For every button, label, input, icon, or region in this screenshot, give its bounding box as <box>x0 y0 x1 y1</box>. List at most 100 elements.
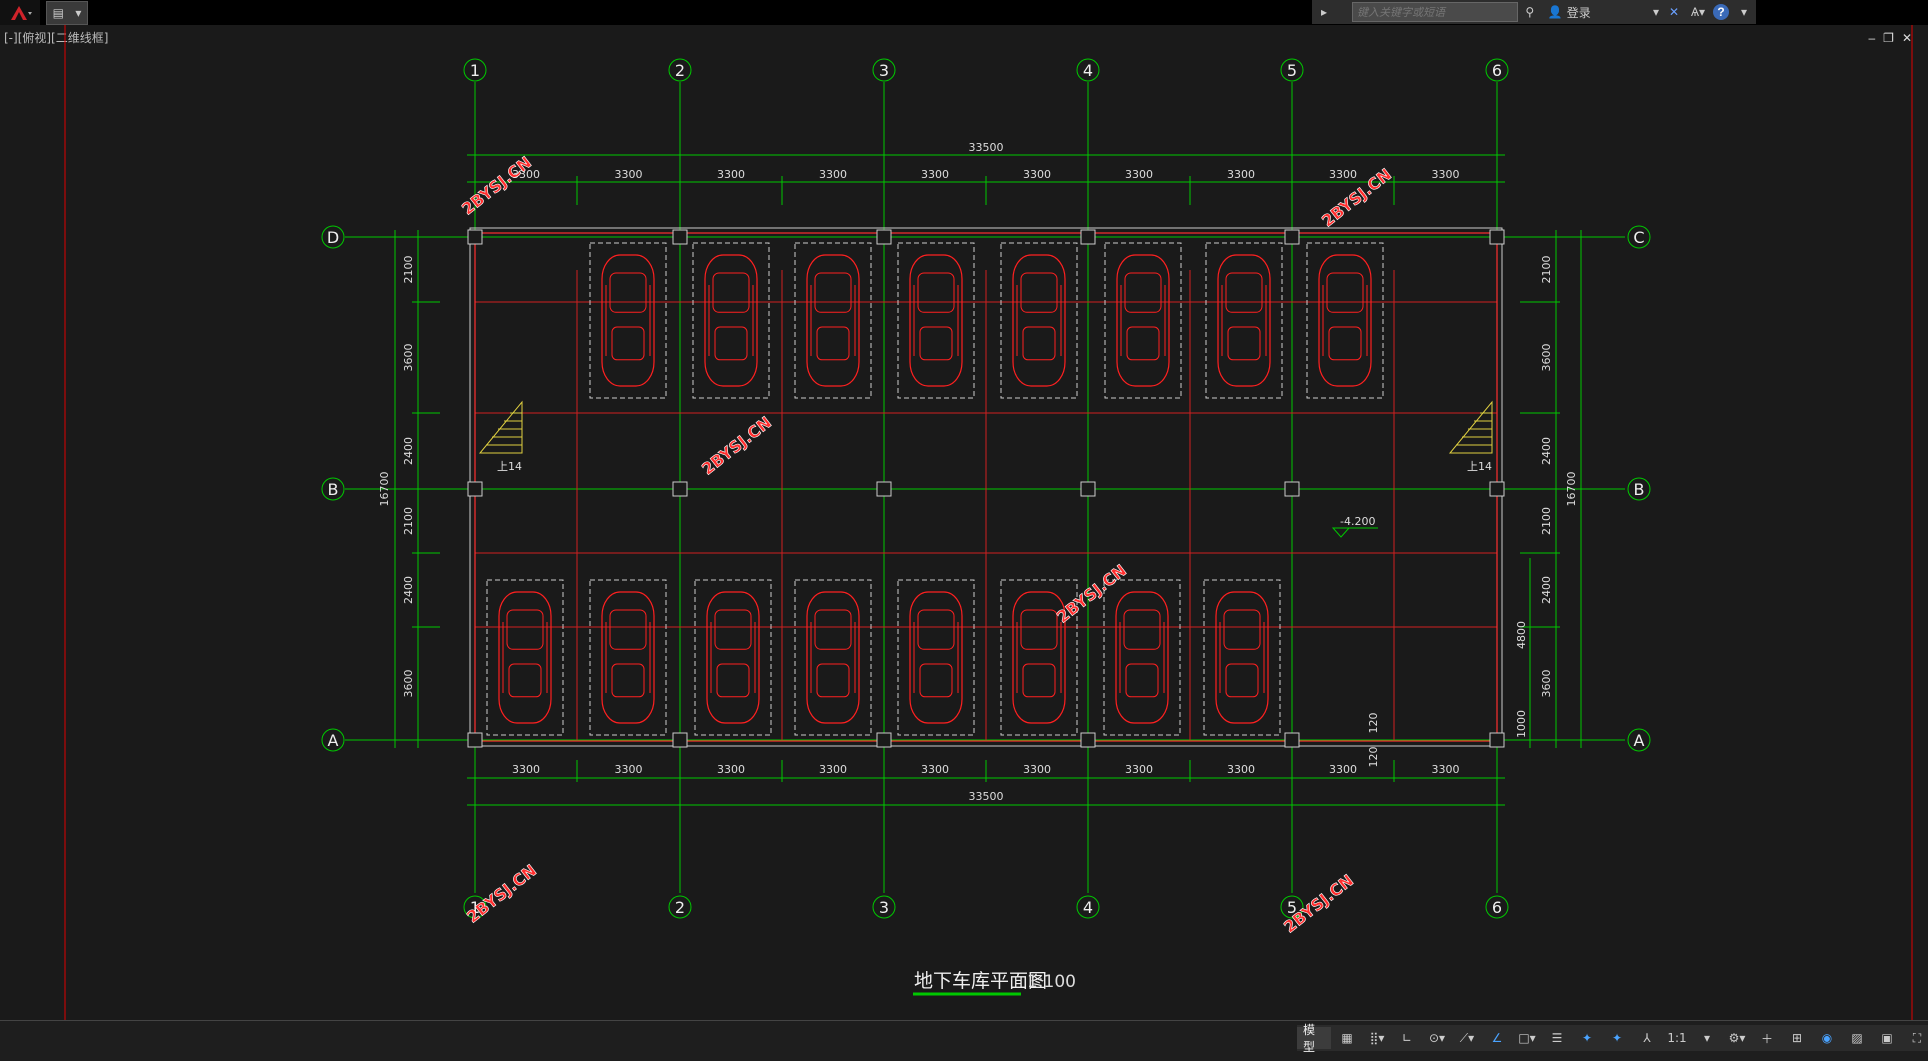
chevron-down-icon[interactable]: ▾ <box>75 6 82 20</box>
annotation-scale-icon[interactable]: ⅄ <box>1643 1031 1651 1045</box>
car-body <box>806 591 860 724</box>
dim-left: 3600 <box>402 670 415 698</box>
polar-icon[interactable]: ⊙▾ <box>1428 1031 1446 1045</box>
dim-right: 3600 <box>1540 670 1553 698</box>
axis-bubble-label: 4 <box>1083 61 1093 80</box>
axis-bubble <box>321 477 345 501</box>
axis-bubble <box>872 58 896 82</box>
title-bar: ▤ ▾ ▸ ⚲ 👤 登录 ▾ ✕ Ѧ▾ ? ▾ <box>0 0 1928 25</box>
axis-bubble <box>1280 58 1304 82</box>
car-bottom <box>1000 579 1078 736</box>
lineweight-icon[interactable]: ☰ <box>1551 1031 1563 1045</box>
dim-bay-bottom: 3300 <box>1432 763 1460 776</box>
app-menu-button[interactable] <box>0 0 40 25</box>
axis-bubble <box>463 58 487 82</box>
car-windshield <box>1020 609 1058 650</box>
user-icon: 👤 <box>1547 5 1563 19</box>
parking-bay <box>1000 579 1078 736</box>
car-roof <box>816 663 850 698</box>
login-button[interactable]: 👤 登录 ▾ <box>1548 3 1659 21</box>
car-roof <box>716 663 750 698</box>
ortho-icon[interactable]: ∟ <box>1401 1031 1413 1045</box>
car-top <box>692 242 770 399</box>
expand-arrow-icon[interactable]: ▸ <box>1320 5 1328 19</box>
exchange-icon[interactable]: ✕ <box>1668 5 1680 19</box>
axis-bubble-label: A <box>1634 731 1645 750</box>
car-roof <box>816 326 850 361</box>
dim-bay-top: 3300 <box>819 168 847 181</box>
parking-cars <box>486 242 1384 736</box>
car-top <box>794 242 872 399</box>
search-input[interactable] <box>1352 2 1518 22</box>
car-windshield <box>1326 272 1364 313</box>
red-reference-lines <box>475 270 1497 740</box>
dim-right: 2100 <box>1540 256 1553 284</box>
column-square <box>467 229 483 245</box>
car-body <box>498 591 552 724</box>
column-square <box>876 481 892 497</box>
car-roof <box>1022 663 1056 698</box>
model-button[interactable]: 模型 <box>1297 1023 1331 1054</box>
dim-right: 2100 <box>1540 507 1553 535</box>
car-bottom <box>794 579 872 736</box>
car-roof <box>1328 326 1362 361</box>
save-icon[interactable]: ▤ <box>52 6 64 20</box>
snap-icon[interactable]: ⣿▾ <box>1369 1031 1385 1045</box>
axis-bubble-label: B <box>328 480 339 499</box>
units-icon[interactable]: ⊞ <box>1791 1031 1803 1045</box>
grid-icon[interactable]: ▦ <box>1341 1031 1353 1045</box>
axis-bubble-label: 3 <box>879 61 889 80</box>
osnap-icon[interactable]: □▾ <box>1518 1031 1536 1045</box>
binoculars-icon[interactable]: ⚲ <box>1525 5 1535 19</box>
quick-access-toolbar: ▤ ▾ <box>46 1 88 25</box>
axis-bubble-label: B <box>1634 480 1645 499</box>
viewport-controls-label[interactable]: [-][俯视][二维线框] <box>4 31 109 45</box>
column-square <box>1284 732 1300 748</box>
plus-icon[interactable]: ＋ <box>1760 1031 1773 1046</box>
parking-bay <box>589 579 667 736</box>
osnap-tracking-icon[interactable]: ∠ <box>1491 1031 1503 1045</box>
restore-icon[interactable]: ❐ <box>1883 31 1894 45</box>
axis-bubble-label: 6 <box>1492 898 1502 917</box>
axis-bubble-label: 1 <box>470 61 480 80</box>
graphics-performance-icon[interactable]: ▨ <box>1851 1031 1863 1045</box>
car-body <box>704 254 758 387</box>
dim-right: 2400 <box>1540 576 1553 604</box>
dim-bay-bottom: 3300 <box>1023 763 1051 776</box>
fullscreen-icon[interactable]: ⛶ <box>1912 1030 1922 1045</box>
stair-left <box>478 400 523 454</box>
car-windshield <box>917 609 955 650</box>
gear-icon[interactable]: ⚙▾ <box>1728 1031 1746 1045</box>
dim-right-4800: 4800 <box>1515 621 1528 649</box>
dim-bay-bottom: 3300 <box>1227 763 1255 776</box>
car-roof <box>611 663 645 698</box>
parking-bay <box>1000 242 1078 399</box>
parking-bay <box>1103 579 1181 736</box>
car-body <box>601 591 655 724</box>
car-body <box>1215 591 1269 724</box>
dim-left: 3600 <box>402 344 415 372</box>
chevron-down-icon[interactable]: ▾ <box>1703 1031 1711 1045</box>
chevron-down-icon[interactable]: ▾ <box>1740 5 1748 19</box>
axis-bubble-label: 5 <box>1287 898 1297 917</box>
annotation-visibility-icon[interactable]: ✦ <box>1581 1031 1593 1045</box>
axis-bubble <box>872 895 896 919</box>
a360-icon[interactable]: Ѧ▾ <box>1690 5 1706 19</box>
isodraft-icon[interactable]: ⟋▾ <box>1459 1030 1475 1045</box>
dim-bay-top: 3300 <box>1432 168 1460 181</box>
car-body <box>1116 254 1170 387</box>
scale-dropdown[interactable]: 1:1 <box>1667 1031 1687 1045</box>
dim-right-1000: 1000 <box>1515 710 1528 738</box>
dim-bay-bottom: 3300 <box>1329 763 1357 776</box>
auto-scale-icon[interactable]: ✦ <box>1611 1031 1623 1045</box>
info-center: ▸ ⚲ 👤 登录 ▾ ✕ Ѧ▾ ? ▾ <box>1312 0 1756 24</box>
minimize-icon[interactable]: – <box>1868 31 1876 45</box>
clean-screen-icon[interactable]: ▣ <box>1881 1031 1893 1045</box>
car-windshield <box>917 272 955 313</box>
isolate-icon[interactable]: ◉ <box>1821 1031 1833 1045</box>
help-button[interactable]: ? <box>1713 4 1729 20</box>
axis-bubble <box>463 895 487 919</box>
car-roof <box>1126 326 1160 361</box>
close-icon[interactable]: ✕ <box>1901 31 1912 45</box>
